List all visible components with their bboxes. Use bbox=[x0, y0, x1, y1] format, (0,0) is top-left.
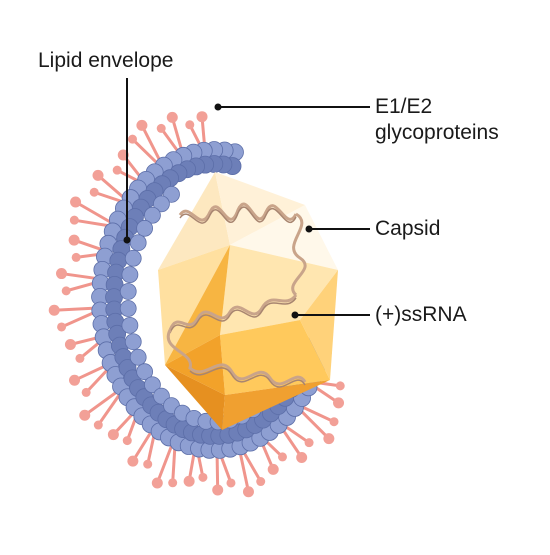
lipid-bead bbox=[144, 206, 161, 224]
rna-coil-upper bbox=[178, 202, 298, 222]
capsid-face-top-right bbox=[230, 205, 338, 270]
glycoprotein-spike-head bbox=[323, 433, 335, 445]
glycoprotein-spike-head bbox=[136, 119, 148, 131]
lipid-bead bbox=[124, 249, 142, 267]
glycoprotein-spike-head bbox=[71, 252, 81, 262]
rna-strand bbox=[166, 202, 307, 388]
leader-dot-rna bbox=[291, 311, 299, 319]
lipid-bead bbox=[136, 219, 154, 237]
glycoprotein-spike-head bbox=[79, 409, 91, 421]
glycoprotein-spike-head bbox=[256, 477, 266, 487]
rna-coil-side bbox=[291, 212, 307, 297]
glycoprotein-spike-head bbox=[92, 169, 104, 181]
glycoprotein-spike-head bbox=[69, 374, 81, 386]
glycoprotein-spike-head bbox=[93, 420, 103, 430]
glycoprotein-spike-head bbox=[128, 134, 138, 144]
capsid-face-left bbox=[158, 245, 230, 365]
glycoprotein-spike-head bbox=[277, 452, 287, 462]
glycoprotein-spike-head bbox=[75, 353, 85, 363]
lipid-bead bbox=[119, 300, 137, 317]
capsid-face-top-left bbox=[158, 172, 230, 270]
leader-dot-lipid bbox=[123, 236, 131, 244]
label-capsid: Capsid bbox=[375, 217, 441, 240]
glycoprotein-spike-head bbox=[57, 322, 67, 332]
glycoprotein-spike-head bbox=[296, 452, 308, 464]
glycoprotein-spike-head bbox=[168, 478, 178, 488]
glycoprotein-spike-head bbox=[48, 304, 60, 316]
lipid-bead bbox=[121, 316, 139, 334]
rna-coil-lower-shadow bbox=[189, 367, 306, 388]
label-lipid-envelope: Lipid envelope bbox=[38, 49, 174, 72]
leader-dot-glycoproteins bbox=[214, 103, 222, 111]
rna-coil-middle bbox=[168, 293, 298, 331]
glycoprotein-spike-head bbox=[127, 455, 139, 467]
lipid-envelope-layer bbox=[91, 141, 332, 459]
label-glycoproteins: glycoproteins bbox=[375, 121, 499, 144]
glycoprotein-spike-head bbox=[242, 486, 254, 498]
glycoprotein-spike-head bbox=[61, 286, 71, 296]
glycoprotein-spike-head bbox=[166, 111, 178, 123]
capsid-face-lower-left bbox=[165, 245, 230, 365]
capsid-face-bottom-left bbox=[165, 335, 225, 395]
glycoprotein-spike-head bbox=[183, 475, 195, 487]
glycoprotein-spike-head bbox=[151, 477, 163, 489]
glycoprotein-spike-head bbox=[196, 111, 208, 123]
glycoprotein-spike-head bbox=[81, 387, 91, 397]
leader-lines bbox=[123, 78, 370, 319]
lipid-bead bbox=[129, 348, 147, 366]
glycoprotein-spikes bbox=[48, 111, 345, 498]
glycoprotein-spike-head bbox=[70, 196, 82, 208]
lipid-bead bbox=[121, 266, 139, 284]
lipid-bead bbox=[153, 195, 170, 213]
lipid-bead bbox=[129, 234, 147, 252]
capsid-face-top bbox=[215, 172, 305, 245]
glycoprotein-spike-head bbox=[156, 123, 166, 133]
glycoprotein-spike-head bbox=[122, 436, 132, 446]
glycoprotein-spike-head bbox=[185, 120, 195, 130]
glycoprotein-spike-head bbox=[143, 459, 153, 469]
lipid-bead bbox=[136, 363, 154, 381]
glycoprotein-spike-head bbox=[107, 429, 119, 441]
capsid-face-bottom bbox=[165, 365, 225, 430]
label-rna: (+)ssRNA bbox=[375, 303, 467, 326]
capsid-face-bottom-right bbox=[222, 380, 330, 430]
leader-dot-capsid bbox=[305, 225, 313, 233]
glycoprotein-spike-head bbox=[212, 484, 224, 496]
glycoprotein-spike-head bbox=[335, 381, 345, 391]
label-e1e2: E1/E2 bbox=[375, 95, 433, 118]
rna-coil-lower bbox=[166, 329, 307, 386]
glycoprotein-spike-head bbox=[267, 463, 279, 475]
glycoprotein-spike-head bbox=[226, 478, 236, 488]
glycoprotein-spike-head bbox=[198, 472, 208, 482]
glycoprotein-spike-head bbox=[333, 397, 345, 409]
glycoprotein-spike-head bbox=[112, 165, 122, 175]
glycoprotein-spike-head bbox=[64, 339, 76, 351]
glycoprotein-spike-head bbox=[68, 234, 80, 246]
rna-coil-upper-shadow bbox=[179, 206, 297, 224]
glycoprotein-spike-head bbox=[69, 215, 79, 225]
capsid-icosahedron bbox=[158, 172, 338, 430]
lipid-bead bbox=[119, 283, 137, 300]
glycoprotein-spike-head bbox=[304, 438, 314, 448]
glycoprotein-spike-head bbox=[56, 268, 68, 280]
glycoprotein-spike-head bbox=[329, 417, 339, 427]
capsid-face-right bbox=[300, 270, 338, 380]
lipid-bead bbox=[144, 376, 161, 394]
rna-coil-middle-shadow bbox=[169, 297, 297, 334]
glycoprotein-spike-head bbox=[89, 187, 99, 197]
lipid-bead bbox=[124, 333, 142, 351]
